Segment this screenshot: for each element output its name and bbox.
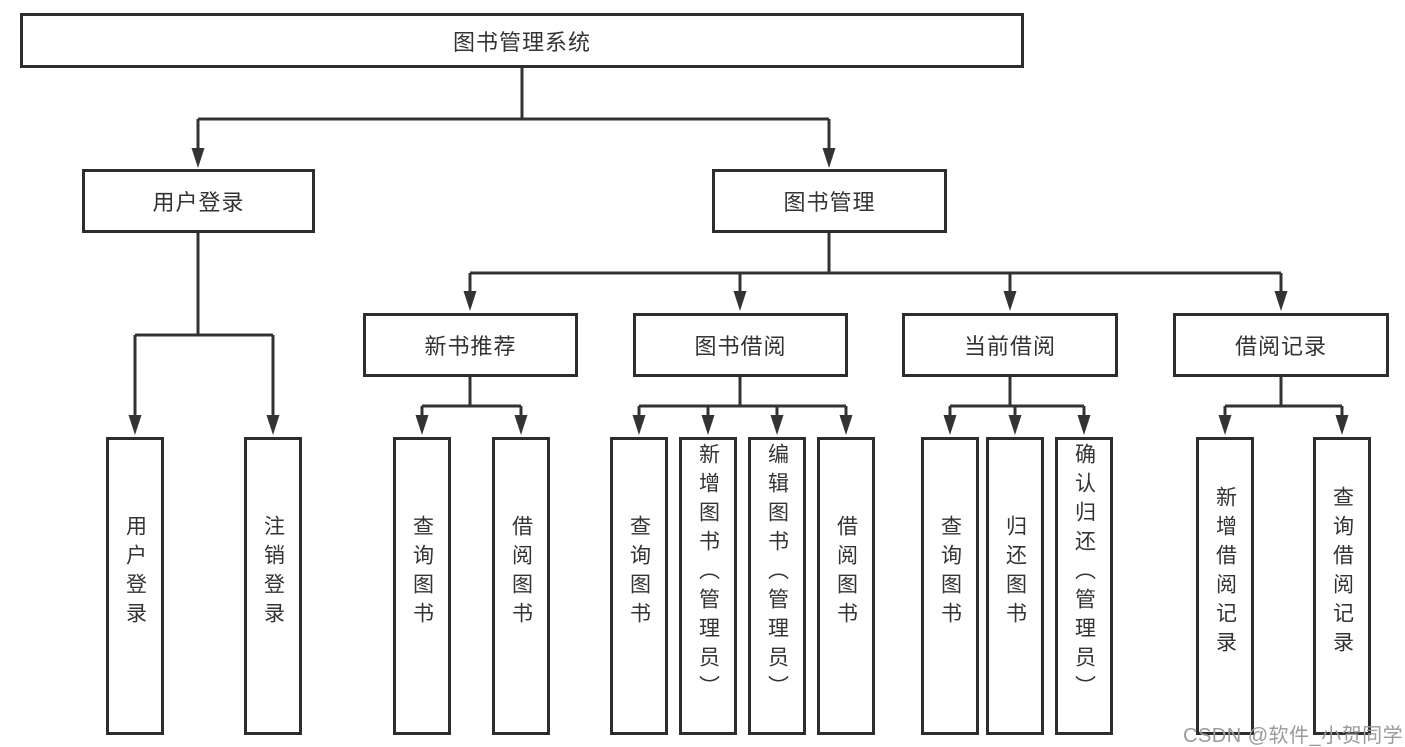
node-label: 当前借阅 [963,334,1056,359]
leaf-query-books-current: 查询图书 [921,437,979,735]
node-label: 用户登录 [152,190,245,215]
node-label: 查询图书 [627,515,651,631]
node-current-borrowing: 当前借阅 [902,313,1118,377]
node-book-management: 图书管理 [712,169,947,233]
leaf-edit-book-admin: 编辑图书（管理员） [748,437,806,735]
leaf-confirm-return-admin: 确认归还（管理员） [1055,437,1113,735]
node-label: 确认归还（管理员） [1072,442,1096,704]
node-label: 图书借阅 [694,334,787,359]
node-label: 新书推荐 [424,334,517,359]
node-borrowing-records: 借阅记录 [1173,313,1389,377]
leaf-logout: 注销登录 [244,437,302,735]
node-label: 查询图书 [410,515,434,631]
node-label: 借阅图书 [509,515,533,631]
node-new-book-recommend: 新书推荐 [363,313,578,377]
node-label: 新增借阅记录 [1213,486,1237,660]
node-label: 查询图书 [938,515,962,631]
leaf-add-borrow-record: 新增借阅记录 [1196,437,1254,735]
node-label: 借阅图书 [834,515,858,631]
leaf-query-borrow-record: 查询借阅记录 [1313,437,1371,735]
node-user-login: 用户登录 [82,169,315,233]
leaf-query-books-recommend: 查询图书 [393,437,451,735]
leaf-query-books-borrowing: 查询图书 [610,437,668,735]
leaf-borrow-books-recommend: 借阅图书 [492,437,550,735]
node-label: 编辑图书（管理员） [765,442,789,704]
node-library-management-system: 图书管理系统 [20,13,1024,68]
leaf-return-books: 归还图书 [986,437,1044,735]
node-label: 查询借阅记录 [1330,486,1354,660]
node-label: 图书管理 [783,190,876,215]
node-label: 用户登录 [123,515,147,631]
node-label: 注销登录 [261,515,285,631]
arrowhead-icons [128,148,1349,435]
node-label: 归还图书 [1003,515,1027,631]
leaf-add-book-admin: 新增图书（管理员） [679,437,737,735]
leaf-user-login: 用户登录 [106,437,164,735]
node-label: 图书管理系统 [452,29,591,55]
csdn-watermark: CSDN @软件_小贺同学 [1183,725,1404,747]
node-book-borrowing: 图书借阅 [633,313,848,377]
node-label: 借阅记录 [1234,334,1327,359]
leaf-borrow-books-borrowing: 借阅图书 [817,437,875,735]
node-label: 新增图书（管理员） [696,442,720,704]
